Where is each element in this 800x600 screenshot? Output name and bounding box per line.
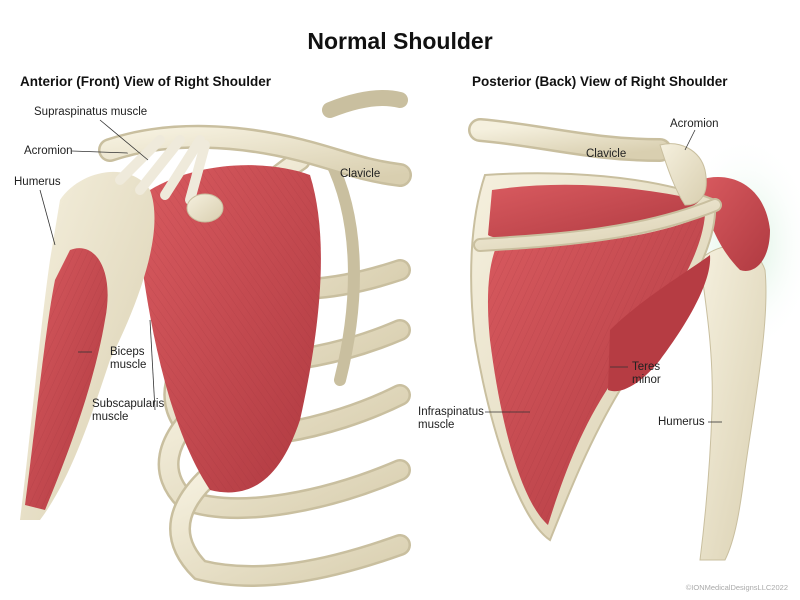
anterior-view <box>20 90 412 587</box>
label-biceps-line-1: Biceps <box>110 346 145 358</box>
label-subscapularis-line-2: muscle <box>92 411 129 423</box>
anterior-leader-lines <box>39 119 156 411</box>
teres-minor-muscle <box>608 255 711 392</box>
label-infraspinatus-muscle: Infraspinatus muscle <box>418 406 484 432</box>
supraspinatus-tendons <box>115 135 210 205</box>
label-clavicle-posterior: Clavicle <box>586 148 627 160</box>
posterior-leader-lines <box>485 129 722 423</box>
label-biceps-muscle: Biceps muscle <box>110 346 146 372</box>
label-subscapularis-line-1: Subscapularis <box>92 398 165 410</box>
anterior-view-heading: Anterior (Front) View of Right Shoulder <box>20 74 271 89</box>
label-humerus-anterior: Humerus <box>14 176 61 188</box>
label-teres-line-1: Teres <box>632 361 661 373</box>
label-infraspinatus-line-1: Infraspinatus <box>418 406 484 418</box>
label-teres-line-2: minor <box>632 374 661 386</box>
copyright-notice: ©IONMedicalDesignsLLC2022 <box>685 583 788 592</box>
label-infraspinatus-line-2: muscle <box>418 419 455 431</box>
page-title: Normal Shoulder <box>307 28 493 54</box>
posterior-humerus-bone <box>699 245 767 561</box>
label-clavicle-anterior: Clavicle <box>340 168 381 180</box>
label-humerus-posterior: Humerus <box>658 416 705 428</box>
posterior-view-heading: Posterior (Back) View of Right Shoulder <box>472 74 728 89</box>
label-supraspinatus-muscle: Supraspinatus muscle <box>34 106 148 118</box>
label-teres-minor: Teres minor <box>632 361 661 387</box>
label-acromion-posterior: Acromion <box>670 118 719 130</box>
label-acromion-anterior: Acromion <box>24 145 73 157</box>
posterior-view <box>468 118 800 561</box>
label-subscapularis-muscle: Subscapularis muscle <box>92 398 164 424</box>
posterior-acromion-bone <box>659 143 707 206</box>
label-biceps-line-2: muscle <box>110 359 147 371</box>
